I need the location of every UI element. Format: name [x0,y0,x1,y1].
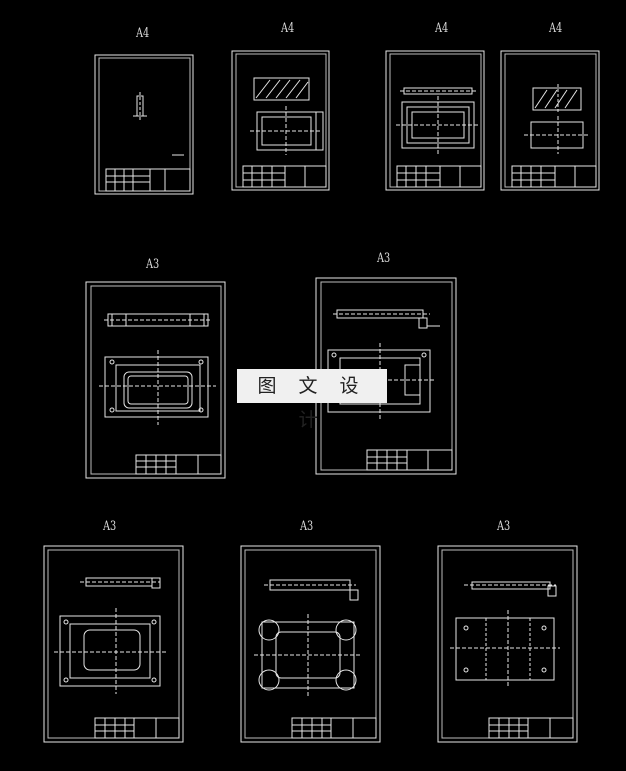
sheet-size-label: A4 [549,21,563,36]
watermark-banner: 图 文 设 计 [237,369,387,431]
sheet-size-label: A4 [136,26,150,41]
sheet-size-label: A4 [281,21,295,36]
sheet-size-label: A3 [377,251,391,266]
a3-sheet-5 [85,281,226,479]
sheet-size-label: A3 [103,519,117,534]
a3-sheet-7 [43,545,184,743]
sheet-size-label: A4 [435,21,449,36]
a3-sheet-9 [437,545,578,743]
sheet-size-label: A3 [497,519,511,534]
a4-sheet-3 [385,50,485,191]
sheet-size-label: A3 [146,257,160,272]
a4-sheet-2 [231,50,330,191]
a4-sheet-1 [94,54,194,195]
sheet-size-label: A3 [300,519,314,534]
a3-sheet-8 [240,545,381,743]
a4-sheet-4 [500,50,600,191]
